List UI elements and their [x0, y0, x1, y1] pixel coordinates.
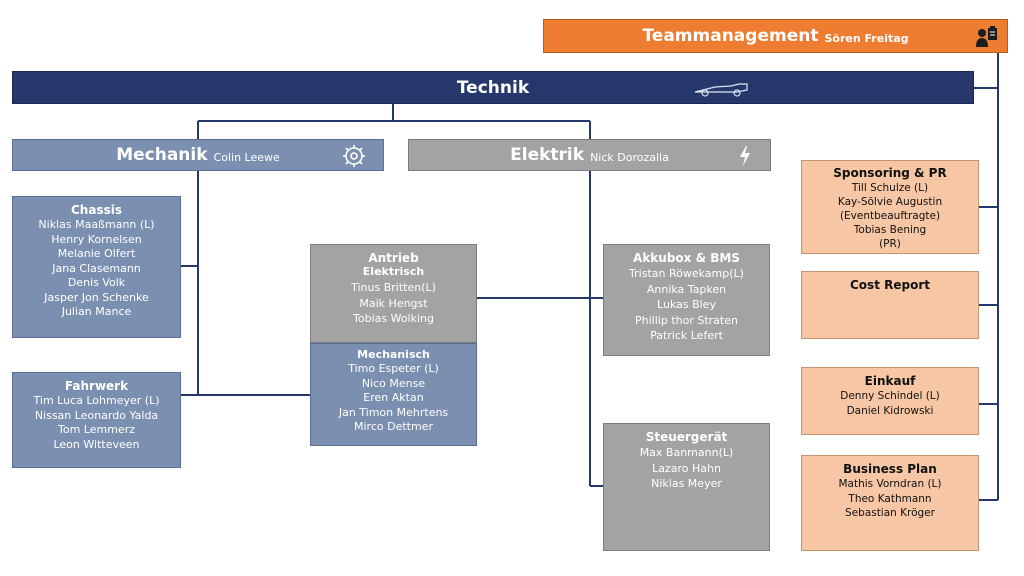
chassis-member: Jana Clasemann: [52, 261, 141, 275]
akkubox-member: Phillip thor Straten: [635, 313, 738, 327]
sponsoring-member: (Eventbeauftragte): [839, 210, 941, 222]
lightning-icon: [738, 145, 752, 171]
technik-bar: Technik: [12, 71, 974, 104]
steuergeraet-box: Steuergerät Max Banmann(L) Lazaro Hahn N…: [603, 423, 770, 551]
steuergeraet-member: Niklas Meyer: [651, 477, 722, 490]
antrieb-elektrisch-member: Tobias Wolking: [353, 312, 434, 325]
business-plan-member: Sebastian Kröger: [845, 507, 935, 519]
akkubox-box: Akkubox & BMS Tristan Röwekamp(L) Annika…: [603, 244, 770, 356]
cost-report-box: Cost Report: [801, 271, 979, 339]
akkubox-title: Akkubox & BMS: [633, 251, 740, 265]
cost-report-title: Cost Report: [850, 278, 930, 292]
steuergeraet-title: Steuergerät: [645, 430, 728, 444]
mechanik-lead: Colin Leewe: [213, 150, 280, 164]
antrieb-elektrisch-member: Maik Hengst: [359, 296, 428, 310]
akkubox-member: Tristan Röwekamp(L): [629, 267, 744, 280]
antrieb-mechanisch-member: Jan Timon Mehrtens: [338, 405, 449, 419]
mechanik-bar: Mechanik Colin Leewe: [12, 139, 384, 171]
antrieb-mechanisch-member: Nico Mense: [361, 376, 426, 390]
akkubox-member: Lukas Bley: [657, 298, 716, 311]
akkubox-member: Annika Tapken: [646, 282, 727, 296]
mechanik-title: Mechanik: [116, 145, 208, 165]
sponsoring-member: Kay-Sölvie Augustin: [837, 196, 943, 208]
teammanagement-box: Teammanagement Sören Freitag: [543, 19, 1008, 53]
chassis-member: Melanie Olfert: [57, 247, 136, 260]
fahrwerk-title: Fahrwerk: [64, 379, 129, 393]
sponsoring-member: Till Schulze (L): [851, 182, 929, 194]
antrieb-mechanisch-title: Mechanisch: [357, 348, 430, 361]
akkubox-member: Patrick Lefert: [650, 329, 723, 342]
team-clipboard-icon: [975, 25, 999, 53]
elektrik-title: Elektrik: [510, 145, 585, 165]
fahrwerk-member: Leon Witteveen: [53, 437, 140, 451]
sponsoring-member: Tobias Bening: [853, 224, 927, 236]
business-plan-box: Business Plan Mathis Vorndran (L) Theo K…: [801, 455, 979, 551]
chassis-member: Denis Volk: [67, 276, 126, 289]
technik-title: Technik: [456, 77, 530, 98]
chassis-title: Chassis: [71, 203, 122, 217]
business-plan-member: Mathis Vorndran (L): [838, 478, 942, 490]
chassis-member: Julian Mance: [61, 305, 132, 318]
chassis-member: Niklas Maaßmann (L): [38, 218, 155, 231]
steuergeraet-member: Lazaro Hahn: [652, 461, 721, 475]
fahrwerk-member: Tim Luca Lohmeyer (L): [33, 394, 160, 407]
elektrik-lead: Nick Dorozalla: [590, 150, 669, 164]
antrieb-elektrisch-member: Tinus Britten(L): [351, 281, 436, 294]
fahrwerk-member: Nissan Leonardo Yalda: [34, 408, 159, 422]
antrieb-mechanisch-box: Mechanisch Timo Espeter (L) Nico Mense E…: [310, 343, 477, 446]
einkauf-member: Denny Schindel (L): [840, 390, 940, 402]
fahrwerk-box: Fahrwerk Tim Luca Lohmeyer (L) Nissan Le…: [12, 372, 181, 468]
chassis-box: Chassis Niklas Maaßmann (L) Henry Kornel…: [12, 196, 181, 338]
sponsoring-title: Sponsoring & PR: [833, 166, 947, 180]
sponsoring-member: (PR): [879, 238, 901, 250]
antrieb-elektrisch-title: Elektrisch: [362, 265, 425, 278]
elektrik-bar: Elektrik Nick Dorozalla: [408, 139, 771, 171]
teammanagement-name: Sören Freitag: [824, 31, 909, 45]
business-plan-member: Theo Kathmann: [848, 492, 932, 505]
antrieb-mechanisch-member: Eren Aktan: [363, 391, 424, 404]
antrieb-elektrisch-box: Antrieb Elektrisch Tinus Britten(L) Maik…: [310, 244, 477, 343]
business-plan-title: Business Plan: [843, 462, 937, 476]
race-car-icon: [693, 81, 749, 101]
steuergeraet-member: Max Banmann(L): [639, 446, 734, 459]
einkauf-box: Einkauf Denny Schindel (L) Daniel Kidrow…: [801, 367, 979, 435]
chassis-member: Jasper Jon Schenke: [44, 290, 149, 304]
teammanagement-title: Teammanagement: [642, 26, 819, 46]
antrieb-mechanisch-member: Timo Espeter (L): [348, 362, 439, 375]
fahrwerk-member: Tom Lemmerz: [58, 423, 135, 436]
gear-icon: [341, 143, 367, 173]
antrieb-mechanisch-member: Mirco Dettmer: [354, 420, 433, 433]
einkauf-member: Daniel Kidrowski: [846, 404, 934, 417]
einkauf-title: Einkauf: [864, 374, 916, 388]
chassis-member: Henry Kornelsen: [51, 232, 142, 246]
sponsoring-box: Sponsoring & PR Till Schulze (L) Kay-Söl…: [801, 160, 979, 254]
antrieb-title: Antrieb: [368, 251, 419, 265]
